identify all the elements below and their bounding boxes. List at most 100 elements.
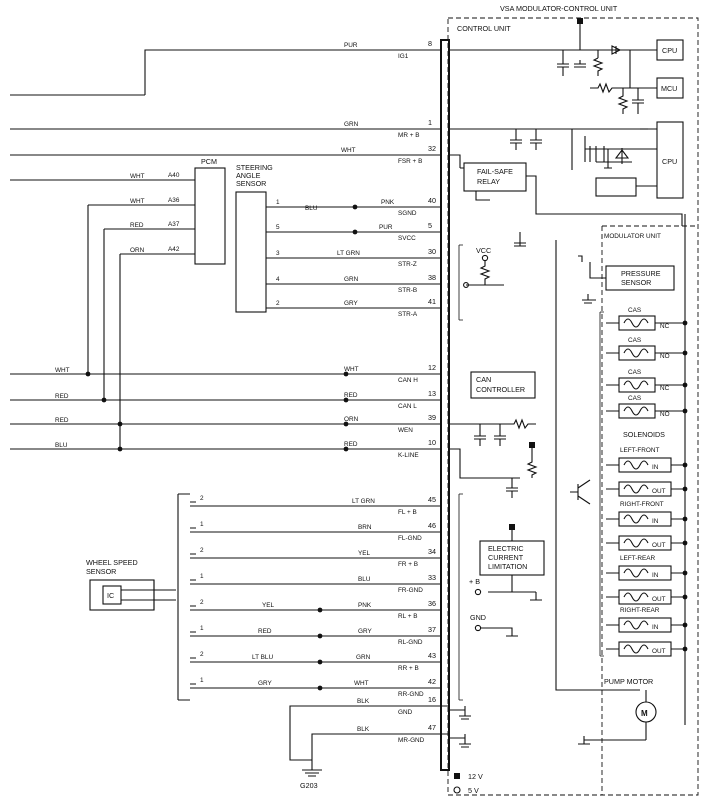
- wss-pin-4: 2: [200, 599, 204, 606]
- pin-number-15: 33: [428, 573, 436, 582]
- cas-label-3: CAS: [628, 395, 641, 402]
- wss-label-1: SENSOR: [86, 567, 116, 576]
- can-controller-box: [470, 371, 536, 399]
- solenoid-valve-1-1: OUT: [606, 535, 688, 551]
- solenoid-valve-2-0: IN: [606, 565, 688, 581]
- mr-b-fsr-circuit: FAIL-SAFE RELAY: [449, 128, 683, 226]
- pcm-wire-label-1: WHT: [130, 198, 145, 205]
- ecl-label-2: LIMITATION: [488, 562, 527, 571]
- pcm-pin-label-0: A40: [168, 172, 180, 179]
- pin-number-5: 30: [428, 247, 436, 256]
- pin-wire-11: RED: [344, 441, 358, 448]
- pin-number-14: 34: [428, 547, 436, 556]
- solenoid-group-label-1: RIGHT-FRONT: [620, 501, 664, 508]
- pin-wire-12: LT GRN: [352, 498, 375, 505]
- solenoid-group-label-2: LEFT-REAR: [620, 555, 656, 562]
- left-bus-label-0: WHT: [55, 367, 70, 374]
- pin-signal-20: GND: [398, 709, 413, 716]
- wss-pin-5: 1: [200, 625, 204, 632]
- pin-wire-5: LT GRN: [337, 250, 360, 257]
- solenoid-valve-label-2-0: IN: [652, 572, 659, 579]
- solenoid-valve-0-0: IN: [606, 457, 688, 473]
- pin-signal-4: SVCC: [398, 235, 416, 242]
- motor-m: M: [641, 709, 648, 718]
- pin-signal-11: K-LINE: [398, 452, 419, 459]
- solenoid-valve-3-0: IN: [606, 617, 688, 633]
- plus-b-label: + B: [469, 577, 480, 586]
- pressure-sensor-label-0: PRESSURE: [621, 269, 661, 278]
- can-controller-label-1: CONTROLLER: [476, 385, 525, 394]
- cas-label-1: CAS: [628, 337, 641, 344]
- pin-signal-13: FL-GND: [398, 535, 422, 542]
- cas-state-3: NO: [660, 411, 670, 418]
- pin-number-17: 37: [428, 625, 436, 634]
- pin-signal-18: RR + B: [398, 665, 419, 672]
- pin-number-18: 43: [428, 651, 436, 660]
- pin-signal-21: MR-GND: [398, 737, 425, 744]
- steer-pin-4: 2: [276, 300, 280, 307]
- pin-number-19: 42: [428, 677, 436, 686]
- left-bus-label-3: BLU: [55, 442, 68, 449]
- control-unit-label: CONTROL UNIT: [457, 24, 511, 33]
- wss-pin-0: 2: [200, 495, 204, 502]
- unit-title: VSA MODULATOR-CONTROL UNIT: [500, 4, 618, 13]
- solenoid-valve-2-1: OUT: [606, 589, 688, 605]
- pin-number-4: 5: [428, 221, 432, 230]
- wss-ic-box: [102, 585, 122, 605]
- pin-number-3: 40: [428, 196, 436, 205]
- pin-number-12: 45: [428, 495, 436, 504]
- pin-number-1: 1: [428, 118, 432, 127]
- pump-motor-label: PUMP MOTOR: [604, 677, 653, 686]
- pin-signal-7: STR-A: [398, 311, 418, 318]
- connector-strip: [440, 39, 450, 771]
- steer-wire-blu: BLU: [305, 205, 318, 212]
- pin-signal-10: WEN: [398, 427, 413, 434]
- pressure-sensor-label-1: SENSOR: [621, 278, 651, 287]
- pin-signal-2: FSR + B: [398, 158, 422, 165]
- solenoid-group-label-3: RIGHT-REAR: [620, 607, 660, 614]
- pin-signal-17: RL-GND: [398, 639, 423, 646]
- wss-label-0: WHEEL SPEED: [86, 558, 138, 567]
- cas-valve-2: CAS NC: [606, 369, 688, 393]
- wss-side-wire-0: YEL: [262, 602, 275, 609]
- pin-wire-14: YEL: [358, 550, 371, 557]
- left-bus-label-2: RED: [55, 417, 69, 424]
- wss-pin-7: 1: [200, 677, 204, 684]
- cas-state-2: NC: [660, 385, 670, 392]
- failsafe-label-0: FAIL-SAFE: [477, 167, 513, 176]
- pin-number-0: 8: [428, 39, 432, 48]
- pump-return-rail: [555, 240, 640, 691]
- solenoids-label: SOLENOIDS: [623, 430, 665, 439]
- pcm-box: [194, 167, 226, 265]
- gnd-label: GND: [470, 613, 486, 622]
- pin-wire-8: WHT: [344, 366, 359, 373]
- ecl-label-0: ELECTRIC: [488, 544, 524, 553]
- pin-signal-15: FR-GND: [398, 587, 423, 594]
- wss-pin-1: 1: [200, 521, 204, 528]
- legend-5v-text: 5 V: [468, 786, 479, 795]
- pin-wire-6: GRN: [344, 276, 359, 283]
- pin-wire-13: BRN: [358, 524, 372, 531]
- vsa-unit-frame: [447, 17, 699, 796]
- solenoid-group-2: LEFT-REAR IN OUT: [606, 555, 688, 605]
- pin-wire-7: GRY: [344, 300, 358, 307]
- mcu-label: MCU: [661, 84, 677, 93]
- pin-signal-19: RR-GND: [398, 691, 424, 698]
- pin-wire-16: PNK: [358, 602, 372, 609]
- steer-pin-3: 4: [276, 276, 280, 283]
- cpu-box-2: [656, 121, 684, 199]
- pin-wire-18: GRN: [356, 654, 371, 661]
- cas-label-2: CAS: [628, 369, 641, 376]
- cas-state-0: NC: [660, 323, 670, 330]
